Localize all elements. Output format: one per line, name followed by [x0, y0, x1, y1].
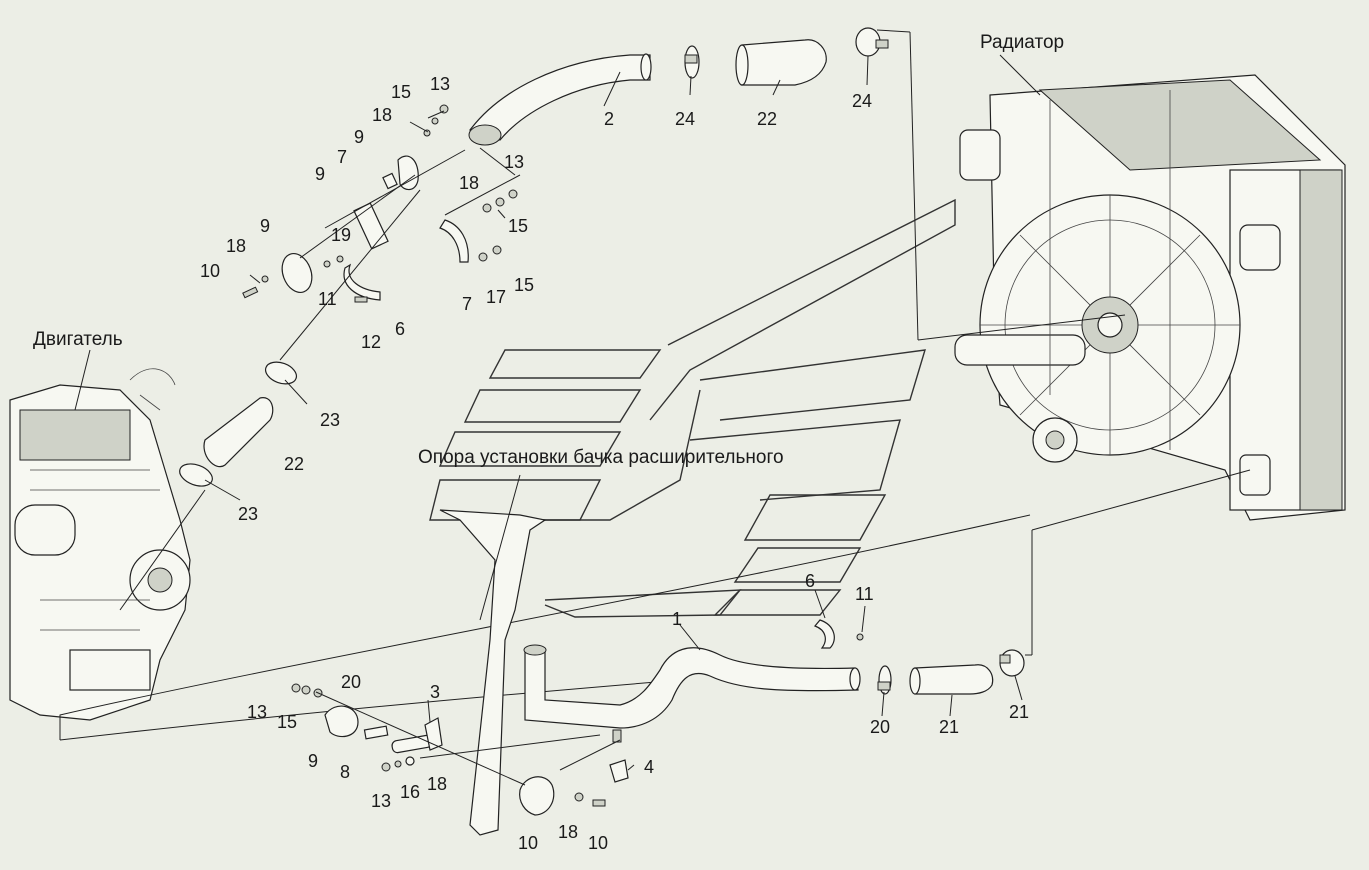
clamp-22-left	[877, 665, 892, 695]
callout-11-top: 11	[318, 289, 337, 309]
callout-16: 17	[486, 287, 506, 307]
engine-assembly	[9, 368, 191, 721]
callout-9-left: 9	[260, 216, 270, 236]
callout-19: 21	[939, 717, 959, 737]
callout-11-bottom: 11	[855, 584, 874, 604]
callout-9-bottom-left: 9	[308, 751, 318, 771]
callout-23-bottom: 23	[238, 504, 258, 524]
callout-18-lowest: 18	[558, 822, 578, 842]
callout-2: 2	[604, 109, 614, 129]
callout-9-top: 9	[354, 127, 364, 147]
clamp-24-left	[684, 45, 700, 79]
callout-21: 22	[757, 109, 777, 129]
callout-24-left: 24	[675, 109, 695, 129]
radiator-heading: Радиатор	[980, 32, 1064, 53]
upper-small-parts	[242, 104, 518, 303]
callout-8: 9	[315, 164, 325, 184]
watermark-logo	[429, 198, 956, 618]
callout-13-bottom: 13	[371, 791, 391, 811]
callout-numbers: 2 24 22 24 15 13 18 9 7 9 13 18 15 9 18 …	[200, 74, 1029, 853]
hose-20-with-clamps	[179, 361, 298, 487]
callout-3: 3	[430, 682, 440, 702]
callout-18-left: 18	[226, 236, 246, 256]
support-heading: Опора установки бачка расширительного	[418, 447, 784, 468]
callout-18-mid: 19	[331, 225, 351, 245]
callout-10-bottom: 10	[588, 833, 608, 853]
pipe-2	[468, 53, 652, 146]
callout-9-bottom: 10	[518, 833, 538, 853]
engine-heading: Двигатель	[33, 329, 123, 350]
pipe-1	[523, 619, 864, 783]
callout-4: 4	[644, 757, 654, 777]
callout-13-bottom-left: 13	[247, 702, 267, 722]
expansion-tank-support	[439, 509, 547, 836]
callout-18-bottom: 20	[341, 672, 361, 692]
callout-14: 15	[514, 275, 534, 295]
callout-6-left: 6	[395, 319, 405, 339]
callout-20: 22	[284, 454, 304, 474]
lower-small-parts	[291, 683, 606, 816]
callout-23-top: 23	[320, 410, 340, 430]
callout-5: 6	[805, 571, 815, 591]
callout-15-bottom-left: 15	[277, 712, 297, 732]
clamp-22-right	[999, 649, 1025, 677]
callout-22-right: 21	[1009, 702, 1029, 722]
callout-15-right: 15	[508, 216, 528, 236]
hose-19	[909, 664, 994, 695]
callout-1: 1	[672, 609, 682, 629]
hose-21	[735, 39, 827, 86]
callout-24-right: 24	[852, 91, 872, 111]
callout-15-top: 15	[391, 82, 411, 102]
leader-lines	[74, 29, 1251, 786]
callout-18-top: 18	[372, 105, 392, 125]
radiator-assembly	[954, 74, 1346, 521]
callout-17: 18	[427, 774, 447, 794]
clamp-24-right	[855, 27, 889, 57]
callout-13-right: 13	[504, 152, 524, 172]
callout-18-right: 18	[459, 173, 479, 193]
callout-7-top: 7	[337, 147, 347, 167]
callout-10-top: 10	[200, 261, 220, 281]
callout-7-bottom: 8	[340, 762, 350, 782]
callout-13-top: 13	[430, 74, 450, 94]
callout-12: 12	[361, 332, 381, 352]
callout-15-bottom: 16	[400, 782, 420, 802]
callout-22-left: 20	[870, 717, 890, 737]
callout-6-right: 7	[462, 294, 472, 314]
